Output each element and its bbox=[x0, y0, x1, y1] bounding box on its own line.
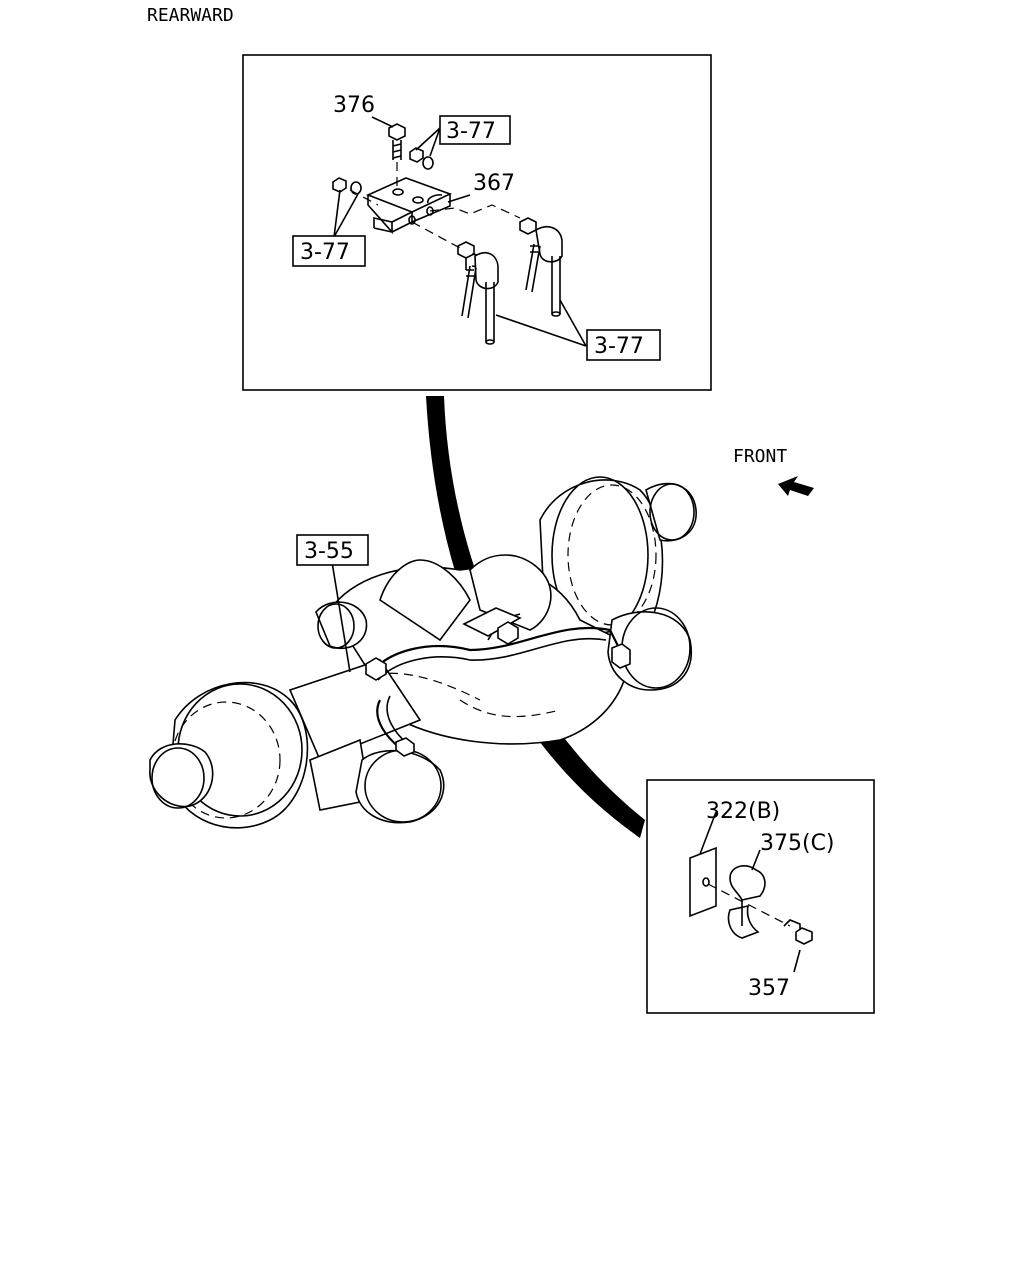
front-label: FRONT bbox=[733, 446, 787, 467]
rear-axle-illustration bbox=[149, 476, 697, 829]
part-376-label: 376 bbox=[333, 93, 375, 118]
part-367-label: 367 bbox=[473, 171, 515, 196]
nut-top bbox=[409, 147, 434, 170]
ref-3-77-bottom-box bbox=[586, 329, 661, 361]
bracket-367 bbox=[365, 177, 453, 235]
ref-3-77-bottom-label: 3-77 bbox=[594, 334, 644, 359]
nut-left bbox=[332, 177, 379, 206]
ref-3-55-box bbox=[296, 534, 369, 566]
part-357-label: 357 bbox=[748, 976, 790, 1001]
ref-3-77-left-label: 3-77 bbox=[300, 240, 350, 265]
brake-pipe-fittings bbox=[411, 204, 563, 345]
rearward-label: REARWARD bbox=[147, 5, 234, 26]
part-322b-label: 322(B) bbox=[706, 799, 780, 824]
ref-3-55-label: 3-55 bbox=[304, 539, 354, 564]
bolt-376 bbox=[388, 123, 406, 188]
ref-3-77-top-box bbox=[439, 115, 511, 145]
part-375c-label: 375(C) bbox=[760, 831, 835, 856]
clip-detail-panel: 322(B) 375(C) 357 bbox=[646, 779, 875, 1014]
ref-3-77-top-label: 3-77 bbox=[446, 119, 496, 144]
ref-3-77-left-box bbox=[292, 235, 366, 267]
top-detail-panel: 376 3-77 367 3-77 3-77 bbox=[242, 54, 712, 391]
front-arrow-icon bbox=[778, 476, 814, 496]
leader-lines-top bbox=[333, 116, 587, 347]
